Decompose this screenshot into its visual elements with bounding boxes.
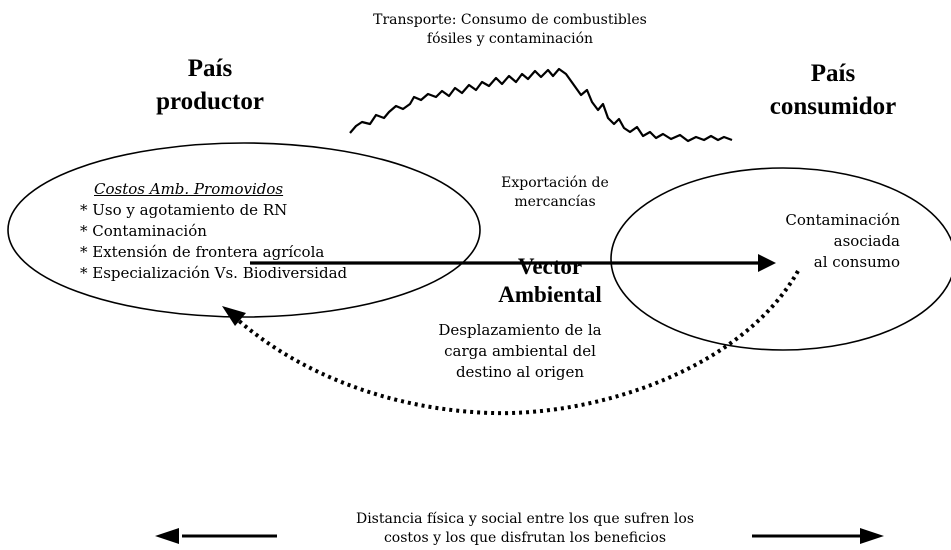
vector-label-line-1: Vector (517, 254, 583, 279)
consumption-label-line-1: Contaminación (785, 211, 900, 229)
costs-item-1: * Uso y agotamiento de RN (80, 201, 288, 219)
displacement-label: Desplazamiento de la carga ambiental del… (420, 320, 620, 383)
consumer-country-label: País consumidor (753, 57, 913, 123)
costs-item-4: * Especialización Vs. Biodiversidad (80, 264, 348, 282)
export-label-line-2: mercancías (514, 194, 596, 210)
consumer-label-line-2: consumidor (769, 93, 897, 120)
transport-caption-line-1: Transporte: Consumo de combustibles (373, 12, 647, 28)
producer-label-line-1: País (187, 55, 233, 82)
producer-country-label: País productor (130, 52, 290, 118)
transport-caption: Transporte: Consumo de combustibles fósi… (345, 11, 675, 49)
distance-caption: Distancia física y social entre los que … (300, 510, 750, 548)
environmental-costs-list: Costos Amb. Promovidos * Uso y agotamien… (80, 179, 347, 284)
displacement-label-line-2: carga ambiental del (444, 342, 596, 360)
dotted-arrow-head (222, 306, 246, 326)
environmental-vector-label: Vector Ambiental (470, 253, 630, 309)
consumer-country-ellipse (610, 167, 951, 351)
displacement-label-line-1: Desplazamiento de la (438, 321, 602, 339)
displacement-label-line-3: destino al origen (455, 363, 585, 381)
costs-item-2: * Contaminación (80, 222, 207, 240)
costs-heading: Costos Amb. Promovidos (94, 180, 284, 198)
distance-caption-line-2: costos y los que disfrutan los beneficio… (383, 530, 667, 546)
distance-left-arrow-head (155, 528, 179, 544)
export-label: Exportación de mercancías (480, 174, 630, 212)
producer-country-ellipse (7, 142, 481, 318)
distance-right-arrow-head (860, 528, 884, 544)
vector-label-line-2: Ambiental (498, 282, 602, 307)
export-arrow-head (758, 254, 776, 272)
producer-label-line-2: productor (156, 88, 264, 115)
consumer-label-line-1: País (810, 60, 856, 87)
distance-caption-line-1: Distancia física y social entre los que … (355, 511, 695, 527)
environmental-load-dotted-arrow (236, 270, 800, 416)
consumption-label-line-2: asociada (833, 232, 900, 250)
consumption-pollution-label: Contaminación asociada al consumo (770, 210, 900, 273)
pollution-zigzag-line (349, 67, 733, 143)
consumption-label-line-3: al consumo (813, 253, 900, 271)
costs-item-3: * Extensión de frontera agrícola (80, 243, 325, 261)
export-label-line-1: Exportación de (501, 175, 609, 191)
transport-caption-line-2: fósiles y contaminación (426, 31, 594, 47)
